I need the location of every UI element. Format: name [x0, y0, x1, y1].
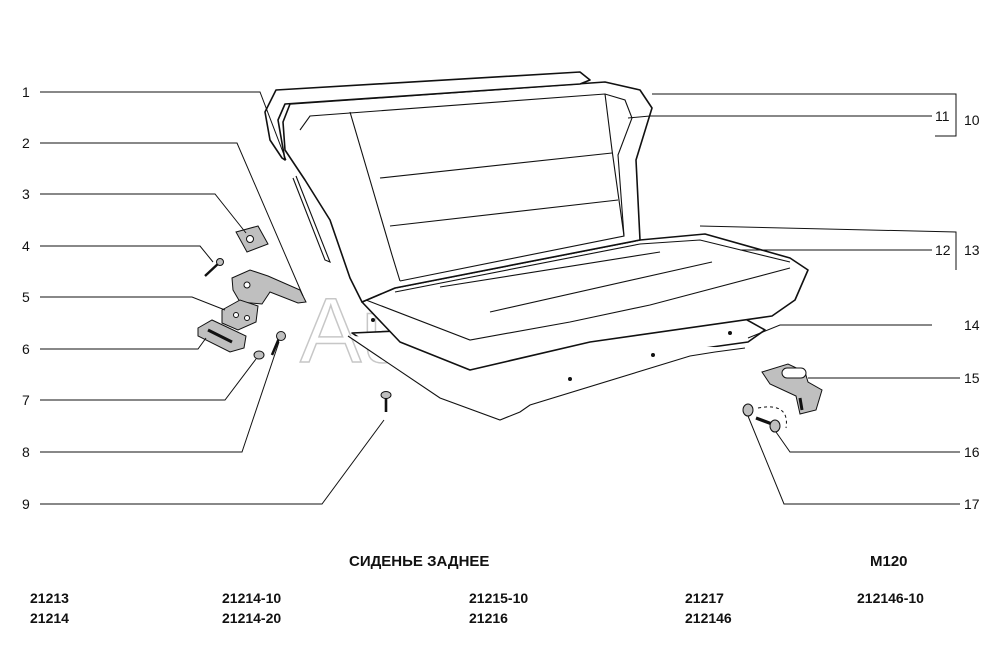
model-list-col2: 21214-10 21214-20 [222, 588, 281, 628]
striker-bracket [197, 319, 247, 353]
washer-right [742, 403, 754, 417]
callout-4: 4 [22, 238, 30, 254]
model-code: 21214-20 [222, 610, 282, 626]
floor-screw [380, 391, 392, 412]
callout-6: 6 [22, 341, 30, 357]
model-code: 21217 [685, 590, 724, 606]
model-code: 21214-10 [222, 590, 282, 606]
leader-lines [40, 91, 960, 505]
callout-2: 2 [22, 135, 30, 151]
diagram-code: М120 [870, 553, 908, 570]
callout-7: 7 [22, 392, 30, 408]
callout-14: 14 [964, 317, 980, 333]
diagram-title: СИДЕНЬЕ ЗАДНЕЕ [349, 553, 490, 570]
model-code: 21215-10 [469, 590, 529, 606]
callout-15: 15 [964, 370, 980, 386]
callout-13: 13 [964, 242, 980, 258]
callout-17: 17 [964, 496, 980, 512]
model-code: 21213 [30, 590, 69, 606]
callout-12: 12 [935, 242, 951, 258]
bolt-left [270, 331, 286, 356]
model-list-col4: 21217 212146 [685, 588, 732, 628]
callout-1: 1 [22, 84, 30, 100]
callout-9: 9 [22, 496, 30, 512]
model-code: 21214 [30, 610, 69, 626]
latch-plate [235, 225, 269, 253]
callout-8: 8 [22, 444, 30, 460]
hinge-bracket [761, 363, 823, 415]
lock-body [221, 299, 259, 331]
lock-handle [231, 269, 307, 305]
callout-3: 3 [22, 186, 30, 202]
seat-backrest [282, 81, 653, 303]
model-code: 212146 [685, 610, 732, 626]
backrest-frame [264, 71, 591, 263]
washer-left [253, 350, 265, 360]
model-code: 212146-10 [857, 590, 924, 606]
model-code: 21216 [469, 610, 508, 626]
callout-10: 10 [964, 112, 980, 128]
bolt-right [755, 416, 781, 433]
seat-cushion [361, 233, 809, 371]
callout-11: 11 [935, 108, 950, 124]
model-list-col5: 212146-10 [857, 588, 924, 608]
callout-16: 16 [964, 444, 980, 460]
model-list-col3: 21215-10 21216 [469, 588, 528, 628]
small-screw [204, 258, 224, 277]
callout-numbers: 1 2 3 4 5 6 7 8 9 10 11 12 13 14 15 16 1… [22, 84, 980, 512]
model-list-col1: 21213 21214 [30, 588, 69, 628]
callout-5: 5 [22, 289, 30, 305]
